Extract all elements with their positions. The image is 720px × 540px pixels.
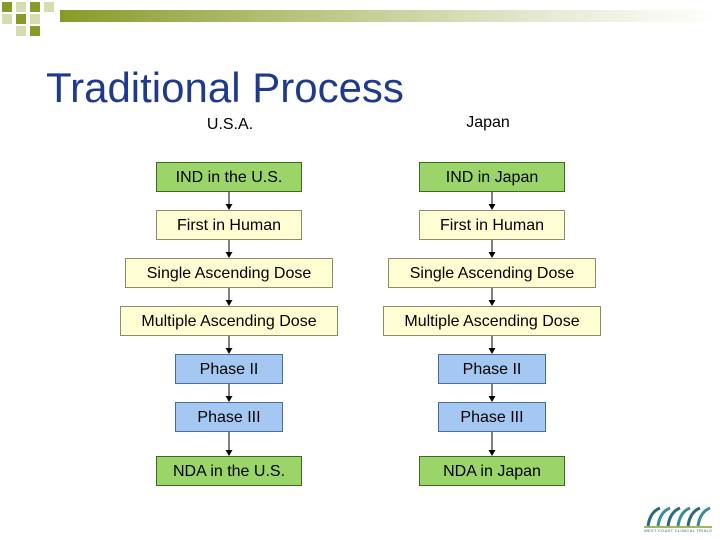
step-usa-first-in-human: First in Human xyxy=(156,210,302,240)
step-japan-multiple-ascending-dose: Multiple Ascending Dose xyxy=(383,306,601,336)
step-japan-phase-iii: Phase III xyxy=(438,402,546,432)
arrow-usa-3 xyxy=(225,288,233,306)
step-usa-multiple-ascending-dose: Multiple Ascending Dose xyxy=(120,306,338,336)
arrow-usa-6 xyxy=(225,432,233,456)
logo-text: WEST COAST CLINICAL TRIALS xyxy=(644,528,713,533)
arrow-japan-2 xyxy=(488,240,496,258)
step-usa-ind: IND in the U.S. xyxy=(156,162,302,192)
header-gradient-bar xyxy=(60,10,720,22)
step-japan-single-ascending-dose: Single Ascending Dose xyxy=(388,258,596,288)
arrow-japan-4 xyxy=(488,336,496,354)
step-usa-single-ascending-dose: Single Ascending Dose xyxy=(125,258,333,288)
arrow-japan-5 xyxy=(488,384,496,402)
arrow-usa-5 xyxy=(225,384,233,402)
step-japan-first-in-human: First in Human xyxy=(419,210,565,240)
arrow-usa-4 xyxy=(225,336,233,354)
arrow-usa-1 xyxy=(225,192,233,210)
west-coast-clinical-trials-logo-icon xyxy=(644,506,712,528)
slide-title: Traditional Process xyxy=(46,64,404,111)
step-usa-nda: NDA in the U.S. xyxy=(156,456,302,486)
arrow-japan-1 xyxy=(488,192,496,210)
step-japan-nda: NDA in Japan xyxy=(419,456,565,486)
step-usa-phase-ii: Phase II xyxy=(175,354,283,384)
step-japan-phase-ii: Phase II xyxy=(438,354,546,384)
header-decoration xyxy=(0,0,720,40)
arrow-japan-3 xyxy=(488,288,496,306)
step-usa-phase-iii: Phase III xyxy=(175,402,283,432)
arrow-japan-6 xyxy=(488,432,496,456)
step-japan-ind: IND in Japan xyxy=(419,162,565,192)
arrow-usa-2 xyxy=(225,240,233,258)
column-label-usa: U.S.A. xyxy=(206,116,254,133)
column-label-japan: Japan xyxy=(466,114,510,131)
